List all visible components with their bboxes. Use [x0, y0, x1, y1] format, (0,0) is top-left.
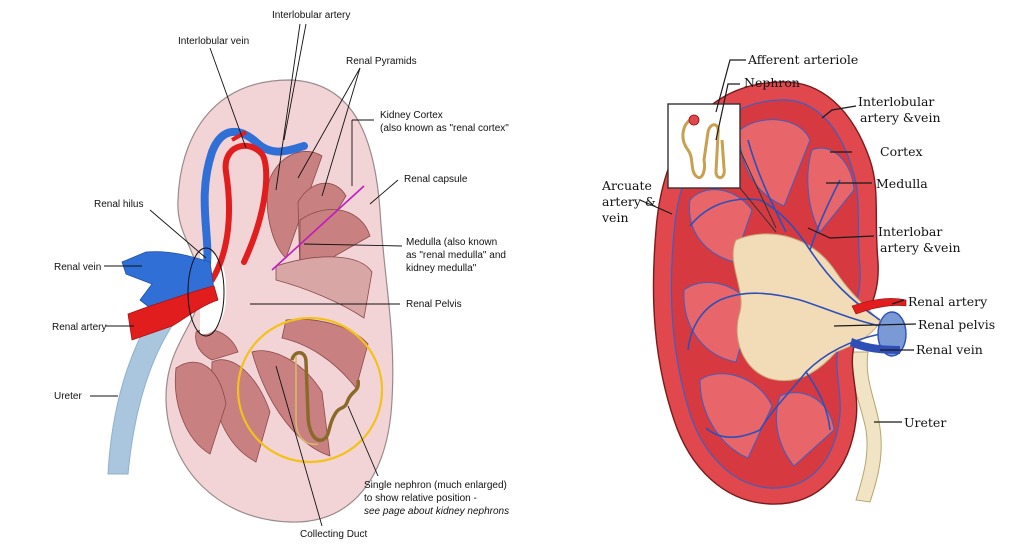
label-interlobar-1: Interlobar [878, 224, 942, 239]
right-renal-pelvis-tube [877, 311, 907, 357]
label-collecting-duct: Collecting Duct [300, 529, 367, 540]
label-right-renal-pelvis: Renal pelvis [918, 317, 995, 332]
label-nephron-2: to show relative position - [364, 493, 477, 504]
pyramid-8 [174, 361, 227, 455]
left-renal-pyramids [174, 151, 373, 463]
right-pyramid-6 [776, 392, 835, 467]
label-right-renal-artery: Renal artery [908, 294, 988, 309]
right-renal-pelvis-area [732, 233, 881, 382]
label-nephron: Nephron [744, 75, 800, 90]
label-arcuate-1: Arcuate [601, 178, 652, 193]
label-medulla: Medulla [876, 176, 928, 191]
label-renal-artery: Renal artery [52, 322, 106, 333]
label-renal-pelvis: Renal Pelvis [406, 299, 462, 310]
right-ureter [850, 351, 882, 503]
label-kidney-cortex-1: Kidney Cortex [380, 110, 443, 121]
pyramid-4 [275, 256, 373, 319]
left-hilus-ellipse [187, 247, 225, 337]
left-leader-lines [90, 23, 403, 527]
label-nephron-1: Single nephron (much enlarged) [364, 480, 507, 491]
left-medulla-line [271, 185, 365, 271]
left-artery-branch [231, 130, 247, 142]
right-pyramid-2 [807, 147, 855, 233]
nephron-inset-drawing [681, 118, 726, 179]
right-pyramid-4 [683, 282, 753, 363]
right-pyramid-1 [739, 119, 811, 207]
label-interlobar-2: artery &vein [880, 240, 961, 255]
label-right-ureter: Ureter [904, 415, 946, 430]
nephron-inset-glomerulus [688, 114, 700, 126]
left-interlobular-vein-vessel [200, 127, 308, 274]
label-renal-hilus: Renal hilus [94, 199, 143, 210]
label-ureter: Ureter [54, 391, 82, 402]
left-nephron-circle [236, 316, 384, 464]
label-arcuate-2: artery & [602, 194, 656, 209]
label-medulla-1: Medulla (also known [406, 237, 497, 248]
label-cortex: Cortex [880, 144, 923, 159]
label-renal-capsule: Renal capsule [404, 174, 468, 185]
label-nephron-3: see page about kidney nephrons [364, 506, 509, 517]
label-renal-pyramids: Renal Pyramids [346, 56, 417, 67]
right-leader-lines [639, 59, 917, 423]
label-interlobular-2: artery &vein [860, 110, 941, 125]
right-medulla-pyramids [683, 119, 855, 467]
left-collecting-duct-tube [295, 356, 319, 446]
right-kidney-diagram: Afferent arteriole Nephron Interlobular … [601, 52, 995, 505]
label-arcuate-3: vein [601, 210, 629, 225]
right-renal-artery-vessel [851, 298, 907, 315]
right-pyramid-5 [699, 373, 773, 459]
label-renal-vein: Renal vein [54, 262, 101, 273]
label-medulla-3: kidney medulla" [406, 263, 477, 274]
nephron-inset-pointer-1 [739, 149, 777, 229]
left-ureter [107, 317, 173, 475]
label-medulla-2: as "renal medulla" and [406, 250, 506, 261]
label-kidney-cortex-2: (also known as "renal cortex" [380, 123, 509, 134]
label-interlobular-artery: Interlobular artery [272, 10, 350, 21]
left-renal-artery-vessel [127, 285, 219, 341]
label-interlobular-vein: Interlobular vein [178, 36, 249, 47]
left-kidney-diagram: Interlobular artery Interlobular vein Re… [52, 10, 509, 540]
label-afferent-arteriole: Afferent arteriole [747, 52, 858, 67]
label-right-renal-vein: Renal vein [916, 342, 983, 357]
label-interlobular-1: Interlobular [858, 94, 934, 109]
left-interlobular-artery-vessel [209, 142, 270, 283]
left-nephron-squiggle [290, 351, 361, 442]
nephron-inset-pointer-2 [739, 187, 777, 233]
